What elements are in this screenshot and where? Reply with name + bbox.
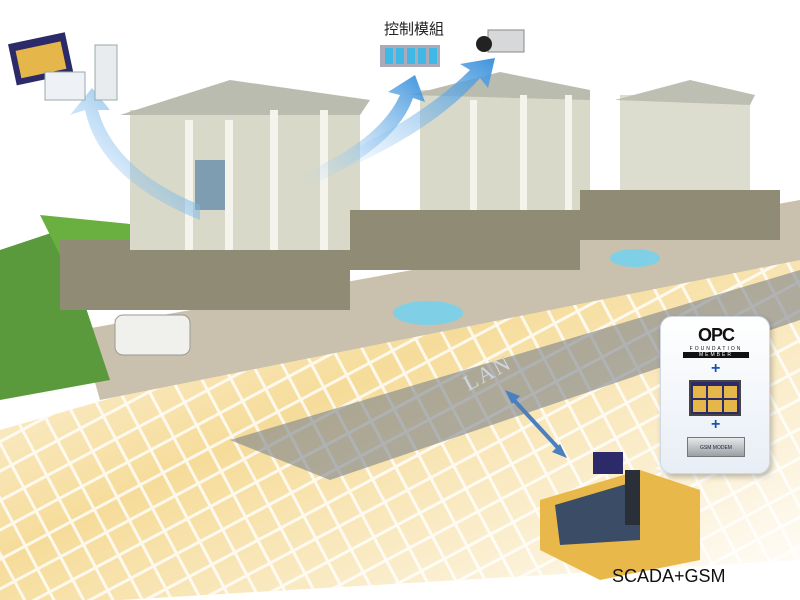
lan-link-arrow bbox=[505, 390, 567, 458]
opc-foundation-logo: OPC FOUNDATION MEMBER bbox=[683, 325, 749, 361]
scada-components-callout: OPC FOUNDATION MEMBER + + GSM MODEM bbox=[660, 316, 770, 474]
signal-arrows bbox=[70, 58, 495, 220]
house-2 bbox=[350, 72, 590, 270]
scada-gsm-caption: SCADA+GSM bbox=[612, 566, 726, 586]
house-3 bbox=[580, 80, 780, 240]
cars bbox=[114, 249, 660, 356]
control-module-icon bbox=[380, 45, 440, 67]
computer-icon bbox=[8, 32, 118, 101]
gsm-modem-image: GSM MODEM bbox=[687, 437, 745, 457]
scada-software-screenshot bbox=[689, 380, 741, 416]
control-module-label: 控制模組 bbox=[384, 20, 445, 38]
plus-sign: + bbox=[711, 360, 721, 377]
plus-sign: + bbox=[711, 416, 721, 433]
camera-icon bbox=[476, 29, 525, 53]
lan-road bbox=[230, 270, 800, 480]
house-1 bbox=[60, 80, 370, 310]
